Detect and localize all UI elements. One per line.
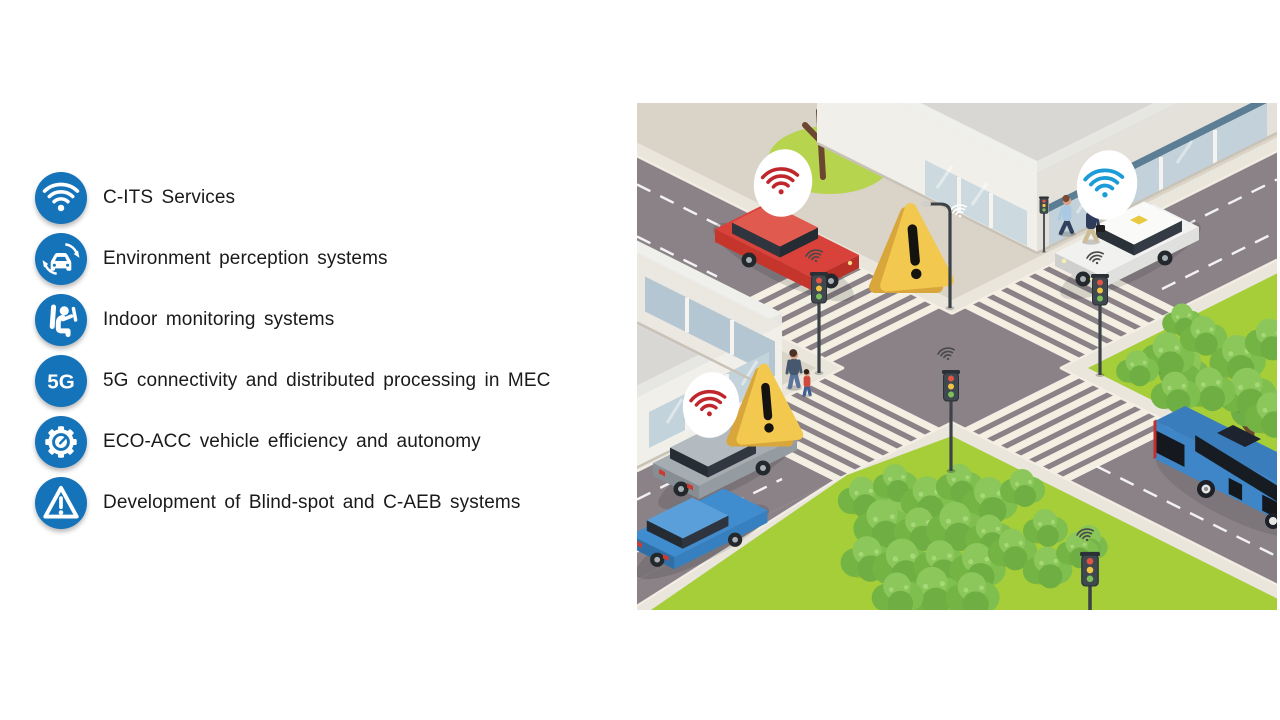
bus — [1153, 406, 1280, 538]
5g-badge-icon: 5G — [35, 355, 87, 407]
gear-icon — [35, 416, 87, 468]
pedestrian-parent-child — [785, 349, 813, 398]
feature-label: Environment perception systems — [103, 248, 388, 269]
feature-item-perception: Environment perception systems — [35, 233, 550, 285]
wifi-icon — [35, 172, 87, 224]
driver-seat-icon — [35, 294, 87, 346]
feature-label: ECO-ACC vehicle efficiency and autonomy — [103, 431, 481, 452]
wifi-balloon-gray-car — [682, 372, 740, 438]
warning-triangle-north — [869, 203, 954, 293]
feature-item-5g: 5G 5G connectivity and distributed proce… — [35, 355, 550, 407]
warning-triangle-west — [726, 363, 804, 447]
feature-item-ecoacc: ECO-ACC vehicle efficiency and autonomy — [35, 416, 550, 468]
blue-car — [630, 488, 770, 580]
feature-label: Indoor monitoring systems — [103, 309, 335, 330]
feature-label: Development of Blind-spot and C-AEB syst… — [103, 492, 521, 513]
feature-item-indoor: Indoor monitoring systems — [35, 294, 550, 346]
gray-car — [653, 414, 799, 510]
feature-label: C-ITS Services — [103, 187, 236, 208]
smart-intersection-illustration — [630, 0, 1280, 666]
feature-label: 5G connectivity and distributed processi… — [103, 370, 551, 391]
connected-car-icon — [35, 233, 87, 285]
feature-item-cits: C-ITS Services — [35, 172, 550, 224]
wifi-balloon-red-car — [753, 149, 813, 217]
feature-list: C-ITS Services Environment perception sy… — [35, 172, 550, 538]
svg-text:5G: 5G — [47, 371, 74, 394]
feature-item-blindspot: Development of Blind-spot and C-AEB syst… — [35, 477, 550, 529]
warning-triangle-icon — [35, 477, 87, 529]
wifi-balloon-taxi — [1076, 150, 1138, 220]
